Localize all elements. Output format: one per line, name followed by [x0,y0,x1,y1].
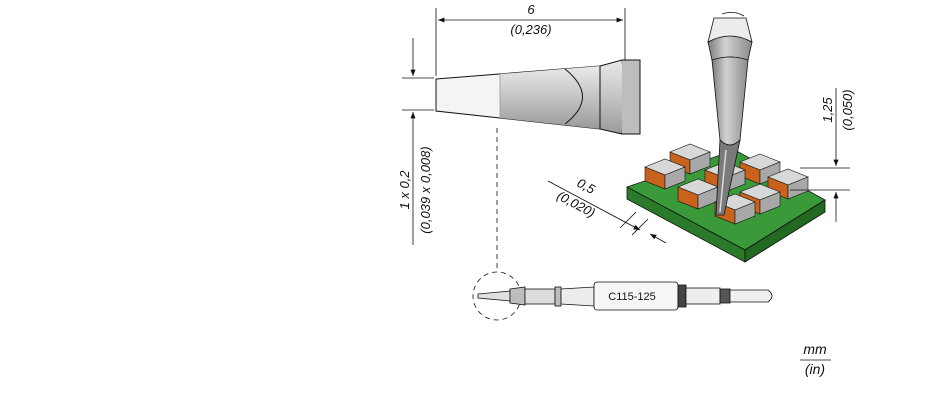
unit-in-label: (in) [805,361,825,377]
pitch-mm-label: 0,5 [575,175,599,197]
pcb-application-view [626,12,826,263]
tip-detail-view [435,59,641,135]
smd-components [644,143,809,225]
length-dimension: 6 (0,236) [435,2,626,76]
tip-bevel [564,68,583,125]
height-mm-label: 1,25 [820,97,835,123]
units-legend: mm (in) [800,341,831,377]
tip-mm-label: 1 x 0,2 [397,170,412,210]
unit-mm-label: mm [803,341,827,357]
tip-blade-shade [500,66,600,129]
height-in-label: (0,050) [840,89,855,130]
tip-in-label: (0,039 x 0,008) [418,146,433,233]
thickness-dimension: 1 x 0,2 (0,039 x 0,008) [397,38,434,245]
cartridge-full-view: C115-125 [477,281,773,311]
length-in-label: (0,236) [510,22,551,37]
part-number-label: C115-125 [608,291,656,303]
tip-collar [599,59,625,135]
length-mm-label: 6 [527,2,535,17]
height-dimension: 1,25 (0,050) [790,88,855,222]
soldering-tip-3d [707,12,753,216]
